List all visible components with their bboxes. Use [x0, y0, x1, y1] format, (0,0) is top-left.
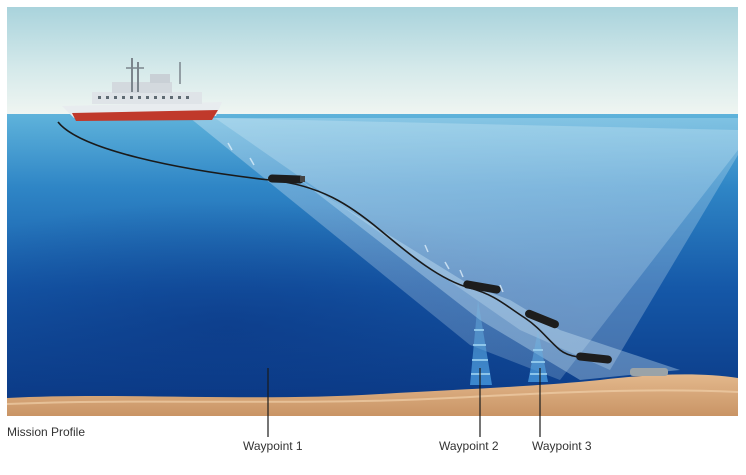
diagram-caption: Mission Profile: [7, 425, 86, 439]
waypoint-1-label: Waypoint 1: [243, 439, 303, 453]
tether-cable: [57, 121, 601, 359]
waypoint-3-label: Waypoint 3: [532, 439, 592, 453]
sonar-return-marks: [227, 142, 504, 293]
seabed-object: [630, 368, 668, 376]
seabed-highlight: [6, 389, 739, 405]
sonar-beams: [190, 118, 738, 380]
sonar-ping-icon: [528, 330, 548, 382]
research-ship-icon: [62, 58, 222, 121]
waypoint-2-label: Waypoint 2: [439, 439, 499, 453]
towed-vehicle-icon: [576, 352, 612, 364]
towed-vehicle-icon: [268, 174, 305, 184]
towed-vehicle-icon: [463, 280, 501, 294]
towed-vehicle-icon: [525, 309, 559, 329]
seabed: [7, 374, 738, 416]
